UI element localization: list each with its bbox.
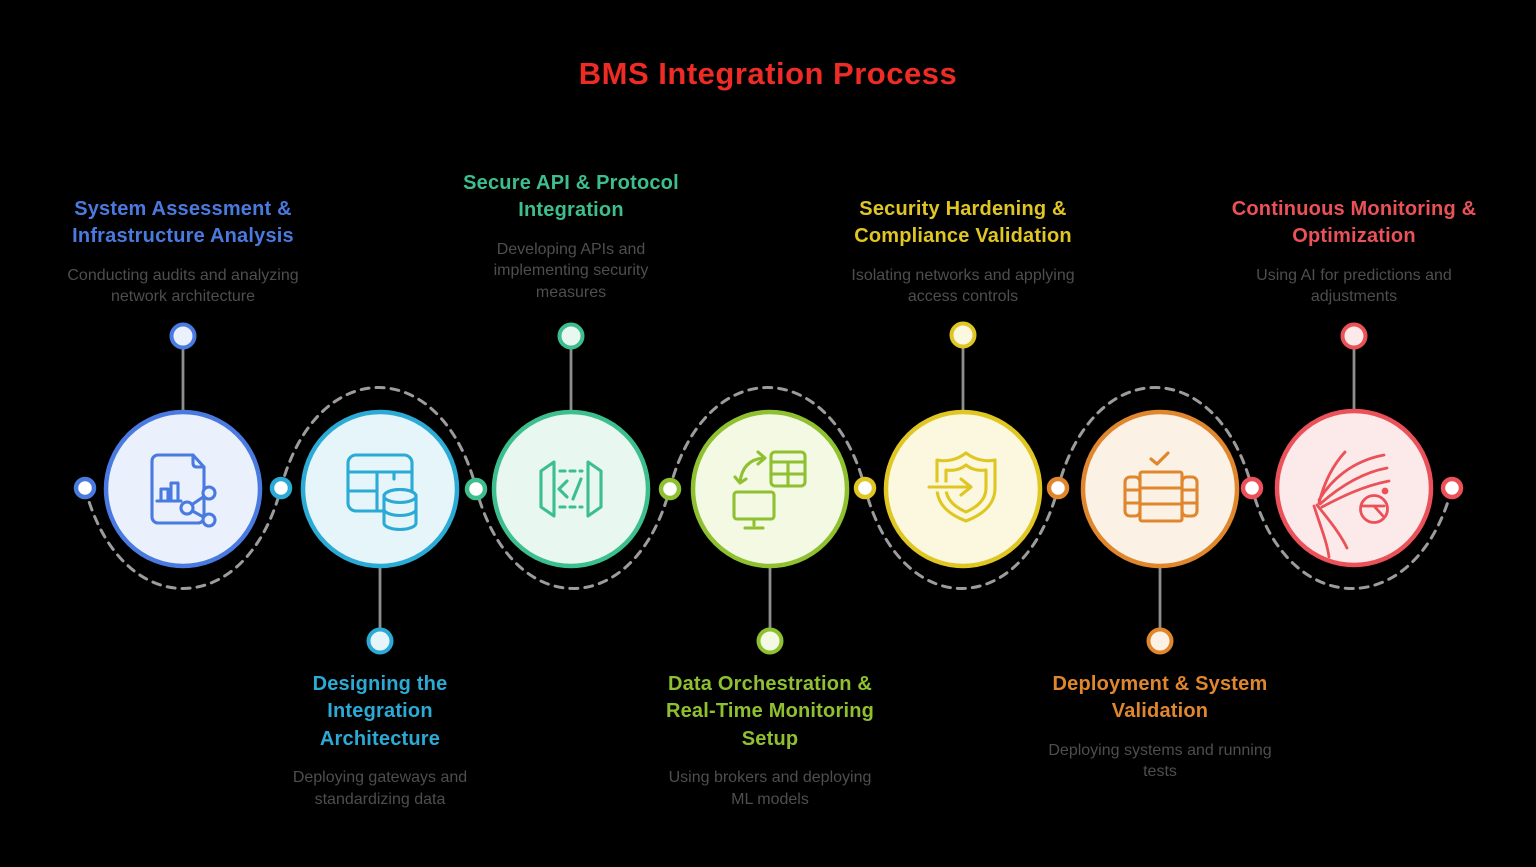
- node-4-description: Using brokers and deploying ML models: [668, 769, 872, 808]
- node-2-circle: [300, 409, 460, 569]
- node-1-circle: [103, 409, 263, 569]
- node-3-stem-dot: [557, 322, 585, 350]
- node-5-title: Security Hardening & Compliance Validati…: [854, 198, 1072, 248]
- node-6-stem-dot: [1146, 627, 1174, 655]
- node-2-description: Deploying gateways and standardizing dat…: [292, 769, 468, 808]
- node-5-description: Isolating networks and applying access c…: [851, 266, 1075, 306]
- dashed-connector-path: [83, 386, 1454, 590]
- airflow-clock-icon: [1312, 450, 1391, 559]
- shield-arrow-icon: [924, 451, 997, 523]
- node-7-title: Continuous Monitoring & Optimization: [1231, 198, 1477, 248]
- node-1-label: System Assessment & Infrastructure Analy…: [33, 196, 333, 308]
- node-3-description: Developing APIs and implementing securit…: [493, 240, 649, 301]
- node-5-label: Security Hardening & Compliance Validati…: [813, 196, 1113, 308]
- server-check-icon: [1123, 451, 1199, 523]
- path-dot-start: [73, 476, 97, 500]
- path-dot-4: [658, 477, 682, 501]
- node-5-stem-dot: [949, 321, 977, 349]
- node-7-stem-dot: [1340, 322, 1368, 350]
- node-1-description: Conducting audits and analyzing network …: [67, 266, 299, 306]
- node-3-label: Secure API & Protocol Integration Develo…: [421, 170, 721, 303]
- node-6-label: Deployment & System Validation Deploying…: [1010, 671, 1310, 783]
- page-title: BMS Integration Process: [578, 56, 958, 91]
- node-4-label: Data Orchestration & Real-Time Monitorin…: [620, 671, 920, 810]
- monitor-sync-table-icon: [732, 450, 807, 530]
- api-code-icon: [539, 460, 603, 518]
- path-dot-6: [1046, 476, 1070, 500]
- node-4-stem-dot: [756, 627, 784, 655]
- document-analytics-share-icon: [150, 453, 217, 528]
- path-dot-end: [1440, 476, 1464, 500]
- node-2-title: Designing the Integration Architecture: [312, 673, 448, 750]
- node-6-title: Deployment & System Validation: [1052, 673, 1268, 723]
- path-dot-5: [853, 476, 877, 500]
- node-7-circle: [1274, 408, 1434, 568]
- node-4-circle: [690, 409, 850, 569]
- node-7-description: Using AI for predictions and adjustments: [1256, 266, 1452, 306]
- node-2-label: Designing the Integration Architecture D…: [230, 671, 530, 810]
- table-database-icon: [346, 453, 418, 532]
- node-2-stem-dot: [366, 627, 394, 655]
- node-4-title: Data Orchestration & Real-Time Monitorin…: [665, 673, 875, 750]
- node-3-title: Secure API & Protocol Integration: [463, 172, 679, 222]
- path-dot-3: [464, 477, 488, 501]
- node-1-title: System Assessment & Infrastructure Analy…: [72, 198, 294, 248]
- path-dot-2: [269, 476, 293, 500]
- path-dot-7: [1240, 476, 1264, 500]
- node-1-stem-dot: [169, 322, 197, 350]
- node-3-circle: [491, 409, 651, 569]
- node-6-description: Deploying systems and running tests: [1048, 741, 1272, 781]
- node-7-label: Continuous Monitoring & Optimization Usi…: [1204, 196, 1504, 308]
